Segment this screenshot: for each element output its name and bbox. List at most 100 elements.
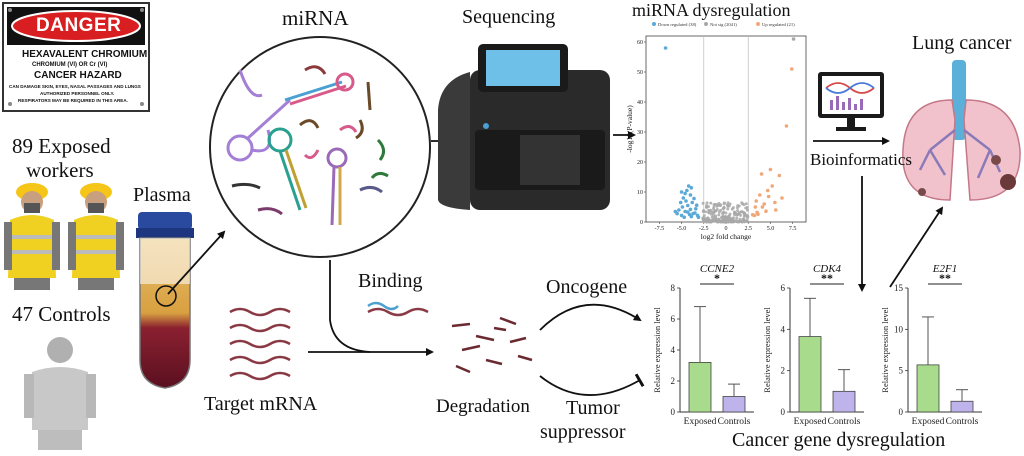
volcano-point-notsig (737, 211, 741, 215)
bar-signif-stars: ** (939, 271, 951, 285)
label-exposed-workers-1: 89 Exposed (12, 134, 111, 158)
volcano-point-notsig (715, 218, 719, 222)
lung-cancer-figure (902, 60, 1021, 201)
volcano-point-notsig (735, 216, 739, 220)
volcano-point-up (762, 202, 767, 206)
bar-chart-ytick-label: 6 (671, 314, 676, 324)
bar-chart-ytick-label: 15 (894, 283, 904, 293)
volcano-point-down (683, 191, 687, 196)
volcano-point-notsig (718, 220, 722, 224)
bar-category-label: Exposed (912, 417, 945, 427)
bar-chart-ytick-label: 2 (781, 366, 786, 376)
label-exposed-workers-2: workers (26, 158, 94, 182)
bar-chart-ytick-label: 0 (899, 407, 904, 417)
volcano-point-up (773, 200, 777, 205)
bar-chart-ytick-label: 4 (781, 324, 786, 334)
volcano-point-up (766, 194, 771, 199)
volcano-point-notsig (715, 208, 719, 212)
volcano-point-notsig (712, 210, 716, 214)
bar-category-label: Controls (718, 417, 751, 427)
volcano-point-notsig (742, 203, 746, 207)
volcano-point-notsig (727, 214, 731, 218)
volcano-point-notsig (717, 213, 721, 217)
volcano-point-down (684, 199, 688, 203)
volcano-xtick-label: 0 (725, 226, 728, 232)
volcano-ylabel: -log10(P-value) (625, 105, 634, 153)
label-bioinformatics: Bioinformatics (810, 150, 912, 169)
volcano-point-down (689, 186, 694, 190)
volcano-point-notsig (722, 206, 726, 210)
volcano-point-notsig (705, 201, 709, 205)
bar-chart-title: CCNE2 (700, 263, 735, 275)
volcano-ytick-label: 10 (637, 190, 643, 196)
bar-chart-ylabel: Relative expression level (880, 307, 890, 393)
volcano-ytick-label: 40 (637, 100, 643, 106)
volcano-point-notsig (702, 214, 706, 218)
target-mrna-figure (229, 307, 291, 381)
volcano-point-notsig (719, 208, 723, 212)
danger-sign-title: DANGER (36, 15, 122, 36)
volcano-point-notsig (717, 201, 721, 205)
volcano-point-down (681, 196, 686, 200)
volcano-point-up (773, 208, 778, 212)
volcano-point-notsig (746, 208, 750, 212)
volcano-point-notsig (735, 206, 739, 210)
label-oncogene: Oncogene (546, 276, 628, 298)
volcano-point-notsig (736, 220, 740, 224)
bar-category-label: Exposed (684, 417, 717, 427)
danger-sign-line2: CHROMIUM (VI) OR Cr (VI) (32, 62, 108, 68)
volcano-point-notsig (726, 207, 730, 211)
label-lung-cancer: Lung cancer (912, 32, 1012, 54)
bar (916, 364, 940, 413)
label-degradation: Degradation (436, 396, 530, 417)
volcano-xlabel: log2 fold change (701, 232, 752, 241)
volcano-point-down (679, 190, 684, 194)
volcano-point-down (679, 213, 684, 218)
volcano-legend-swatch (652, 22, 656, 26)
volcano-point-notsig (712, 203, 716, 207)
volcano-point-down (692, 196, 696, 201)
degradation-figure (451, 316, 533, 374)
label-target-mrna: Target mRNA (204, 393, 318, 415)
bar (722, 396, 746, 413)
bar-signif-stars: ** (821, 271, 833, 285)
bar-chart-title: E2F1 (932, 263, 957, 275)
volcano-point-down (682, 215, 687, 219)
volcano-point-down (690, 200, 695, 205)
volcano-ytick-label: 20 (637, 160, 643, 166)
volcano-point-down (686, 184, 691, 188)
label-plasma: Plasma (133, 184, 191, 206)
bar (688, 361, 712, 413)
bar-signif-stars: * (714, 271, 720, 285)
volcano-point-down (694, 203, 699, 207)
volcano-xtick-label: -2.5 (699, 226, 709, 232)
label-controls: 47 Controls (12, 302, 111, 326)
volcano-point-notsig (732, 211, 736, 215)
volcano-point-notsig (732, 220, 736, 224)
volcano-point-notsig (791, 37, 796, 41)
volcano-point-up (768, 167, 773, 172)
bar (950, 400, 974, 413)
volcano-point-notsig (715, 203, 719, 207)
bar-chart-title: CDK4 (813, 263, 842, 275)
volcano-xtick-label: 7.5 (789, 226, 797, 232)
bar-chart-ytick-label: 0 (671, 407, 676, 417)
volcano-legend-label: Not sig (2041) (710, 22, 737, 27)
volcano-point-down (693, 207, 698, 211)
volcano-point-notsig (739, 213, 743, 217)
bar-chart-ytick-label: 8 (671, 283, 676, 293)
volcano-point-up (759, 172, 764, 176)
label-tumor-2: suppressor (540, 421, 626, 443)
volcano-point-notsig (721, 211, 725, 215)
volcano-point-notsig (709, 208, 713, 212)
volcano-point-down (680, 205, 685, 209)
volcano-legend-swatch (704, 22, 708, 26)
volcano-point-up (760, 205, 765, 209)
volcano-point-up (764, 209, 768, 213)
volcano-point-down (685, 203, 690, 208)
bar (798, 336, 822, 413)
control-person-figure (24, 337, 96, 450)
volcano-point-notsig (709, 201, 713, 205)
label-mirna-dysregulation: miRNA dysregulation (632, 0, 791, 20)
